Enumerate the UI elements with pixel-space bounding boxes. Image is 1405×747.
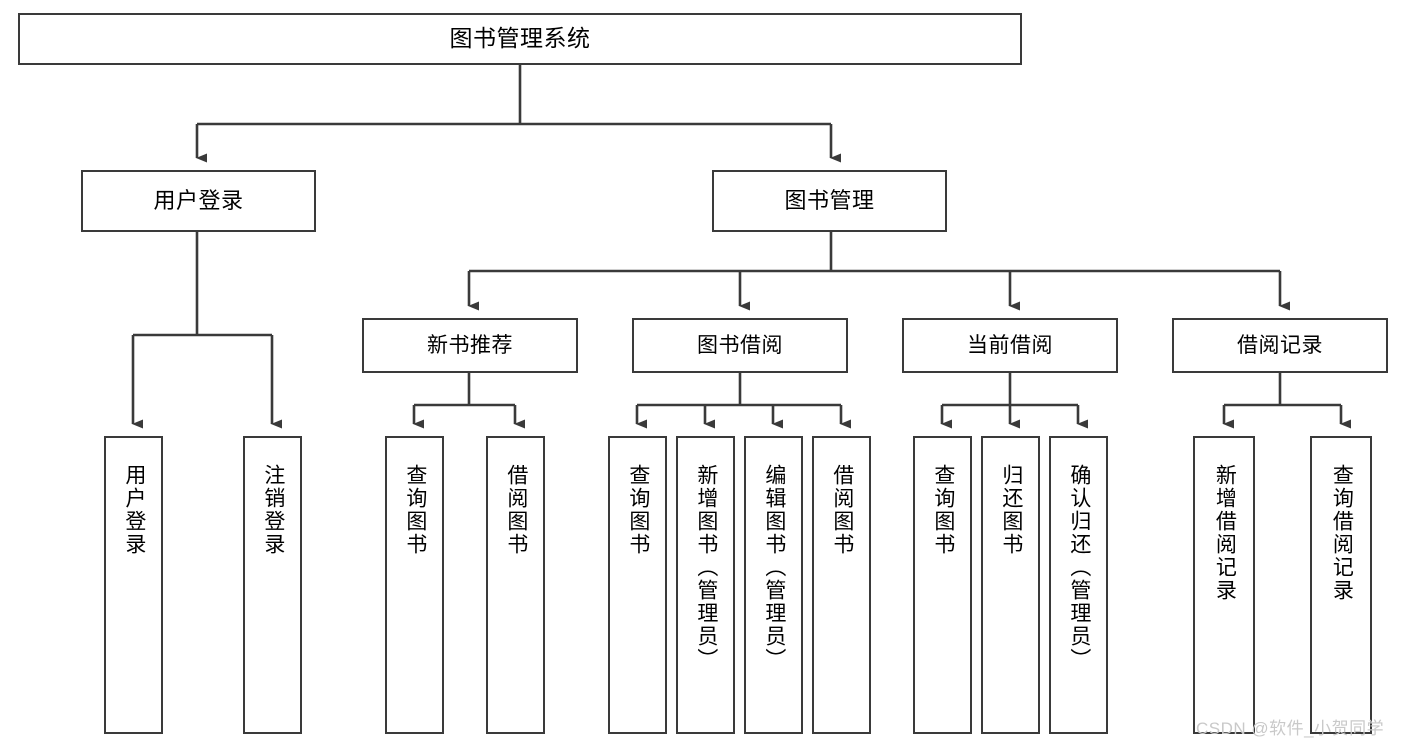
leaf-current-borrow-confirm-return-admin[interactable]: 确认归还（管理员） bbox=[1049, 436, 1108, 734]
node-label: 确认归还（管理员） bbox=[1067, 464, 1091, 671]
node-label: 用户登录 bbox=[122, 464, 146, 556]
node-label: 归还图书 bbox=[999, 464, 1023, 556]
node-borrow-record[interactable]: 借阅记录 bbox=[1172, 318, 1388, 373]
node-label: 新增图书（管理员） bbox=[694, 464, 718, 671]
node-current-borrow[interactable]: 当前借阅 bbox=[902, 318, 1118, 373]
node-root-book-management-system[interactable]: 图书管理系统 bbox=[18, 13, 1022, 65]
node-label: 查询图书 bbox=[626, 464, 650, 556]
node-label: 注销登录 bbox=[261, 464, 285, 556]
node-label: 查询借阅记录 bbox=[1330, 464, 1354, 602]
leaf-new-book-query-book[interactable]: 查询图书 bbox=[385, 436, 444, 734]
leaf-borrow-record-add-record[interactable]: 新增借阅记录 bbox=[1193, 436, 1255, 734]
node-book-management[interactable]: 图书管理 bbox=[712, 170, 947, 232]
node-label: 借阅图书 bbox=[830, 464, 854, 556]
node-label: 图书管理 bbox=[784, 187, 875, 213]
leaf-book-borrow-borrow-book[interactable]: 借阅图书 bbox=[812, 436, 871, 734]
leaf-user-login-login[interactable]: 用户登录 bbox=[104, 436, 163, 734]
leaf-book-borrow-edit-book-admin[interactable]: 编辑图书（管理员） bbox=[744, 436, 803, 734]
node-label: 新书推荐 bbox=[427, 333, 513, 357]
node-label: 编辑图书（管理员） bbox=[762, 464, 786, 671]
node-label: 当前借阅 bbox=[967, 333, 1053, 357]
node-label: 图书管理系统 bbox=[449, 25, 591, 52]
node-label: 借阅图书 bbox=[504, 464, 528, 556]
node-label: 用户登录 bbox=[153, 187, 244, 213]
node-user-login[interactable]: 用户登录 bbox=[81, 170, 316, 232]
leaf-book-borrow-add-book-admin[interactable]: 新增图书（管理员） bbox=[676, 436, 735, 734]
leaf-current-borrow-return-book[interactable]: 归还图书 bbox=[981, 436, 1040, 734]
node-label: 图书借阅 bbox=[697, 333, 783, 357]
node-label: 新增借阅记录 bbox=[1213, 464, 1237, 602]
node-new-book-recommend[interactable]: 新书推荐 bbox=[362, 318, 578, 373]
leaf-current-borrow-query-book[interactable]: 查询图书 bbox=[913, 436, 972, 734]
leaf-user-login-logout[interactable]: 注销登录 bbox=[243, 436, 302, 734]
leaf-borrow-record-query-record[interactable]: 查询借阅记录 bbox=[1310, 436, 1372, 734]
node-label: 查询图书 bbox=[931, 464, 955, 556]
leaf-book-borrow-query-book[interactable]: 查询图书 bbox=[608, 436, 667, 734]
node-book-borrow[interactable]: 图书借阅 bbox=[632, 318, 848, 373]
node-label: 借阅记录 bbox=[1237, 333, 1323, 357]
node-label: 查询图书 bbox=[403, 464, 427, 556]
leaf-new-book-borrow-book[interactable]: 借阅图书 bbox=[486, 436, 545, 734]
